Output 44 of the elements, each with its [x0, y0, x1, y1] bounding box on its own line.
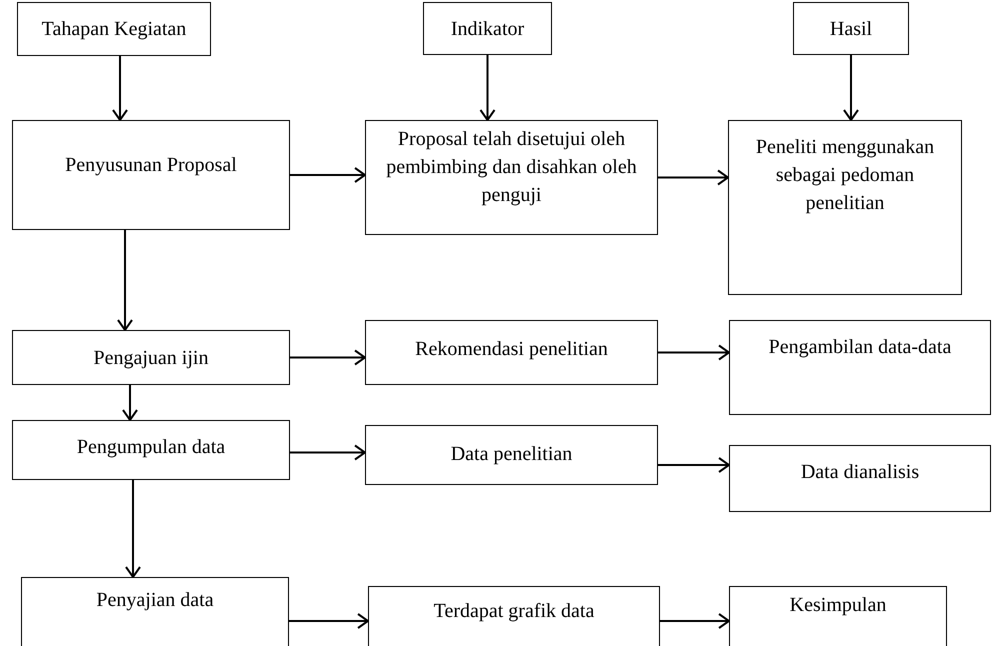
box-text: Data dianalisis [800, 460, 920, 485]
arrow [658, 457, 730, 473]
arrow [125, 480, 141, 578]
process-box [793, 2, 909, 55]
process-box [365, 425, 658, 485]
arrow [117, 230, 133, 331]
box-text: Kesimpulan [788, 593, 888, 618]
process-box [368, 586, 660, 646]
arrow [658, 344, 730, 360]
arrow [480, 55, 496, 121]
process-box [728, 120, 962, 295]
box-text: Data penelitian [450, 442, 574, 467]
arrow [112, 56, 128, 121]
process-box [12, 420, 290, 480]
arrow [658, 170, 729, 186]
box-text: Indikator [450, 16, 526, 42]
process-box [12, 120, 290, 230]
box-text: Peneliti menggunakan sebagai pedoman penelitian [754, 135, 936, 216]
arrow [289, 613, 369, 629]
box-text: Pengambilan data-data [768, 335, 952, 360]
process-box [12, 330, 290, 385]
box-text: Penyusunan Proposal [64, 153, 238, 178]
arrow [122, 385, 138, 421]
box-text: Tahapan Kegiatan [40, 17, 188, 42]
box-text: Pengumpulan data [76, 435, 226, 460]
process-box [17, 2, 211, 56]
arrow [290, 444, 366, 460]
arrow [843, 55, 859, 121]
arrow [660, 613, 730, 629]
box-text: Rekomendasi penelitian [414, 337, 609, 362]
process-box [21, 577, 289, 646]
process-box [423, 2, 552, 55]
arrow [290, 350, 366, 366]
process-box [729, 320, 991, 415]
box-text: Hasil [828, 16, 874, 42]
box-text: Proposal telah disetujui oleh pembimbing dan disahkan oleh penguji [385, 127, 638, 208]
process-box [729, 445, 991, 512]
box-text: Pengajuan ijin [92, 346, 210, 370]
process-box [729, 586, 947, 646]
arrow [290, 167, 366, 183]
process-box [365, 120, 658, 235]
process-box [365, 320, 658, 385]
box-text: Penyajian data [95, 588, 215, 613]
box-text: Terdapat grafik data [432, 599, 596, 624]
